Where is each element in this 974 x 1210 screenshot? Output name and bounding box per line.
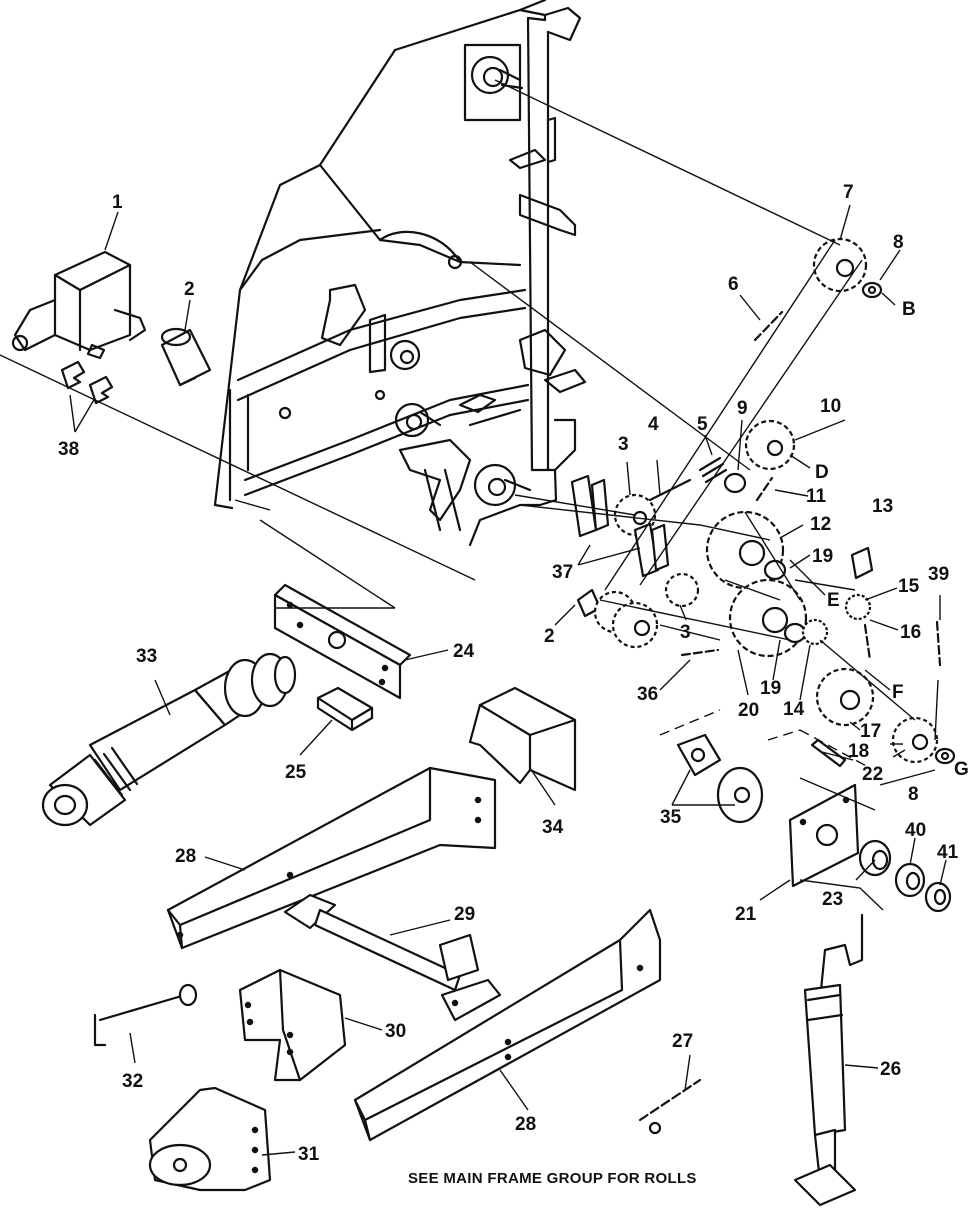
bearing-parts-23-40-41 [858, 839, 952, 913]
callout-11: 11 [806, 486, 827, 507]
callout-25: 25 [285, 762, 307, 783]
footnote: SEE MAIN FRAME GROUP FOR ROLLS [408, 1170, 697, 1187]
callout-12: 12 [810, 514, 831, 535]
callout-41: 41 [937, 842, 959, 863]
chain-part-27 [638, 1078, 702, 1135]
callout-26: 26 [880, 1059, 901, 1080]
letter-g: G [954, 759, 969, 780]
main-frame-side-panel [213, 0, 587, 547]
callout-19-upper: 19 [812, 546, 833, 567]
callout-24: 24 [453, 641, 475, 662]
cross-tube-part-29 [283, 893, 502, 1022]
callout-9: 9 [737, 398, 748, 419]
callout-28-upper: 28 [175, 846, 196, 867]
jack-part-26 [793, 913, 864, 1207]
callout-13: 13 [872, 496, 893, 517]
callout-17: 17 [860, 721, 881, 742]
hitch-part-31 [148, 1086, 272, 1192]
callout-4: 4 [648, 414, 659, 435]
callout-34: 34 [542, 817, 564, 838]
callout-5: 5 [697, 414, 708, 435]
callout-10: 10 [820, 396, 841, 417]
callout-31: 31 [298, 1144, 320, 1165]
callout-15: 15 [898, 576, 920, 597]
leader-lines [69, 204, 947, 1156]
assembly-lines [0, 79, 939, 811]
callout-28-lower: 28 [515, 1114, 536, 1135]
callout-39: 39 [928, 564, 949, 585]
callout-30: 30 [385, 1021, 406, 1042]
callout-21: 21 [735, 904, 757, 925]
callout-37: 37 [552, 562, 573, 583]
bracket-part-30 [238, 968, 347, 1082]
letter-b: B [902, 299, 916, 320]
callout-23: 23 [822, 889, 843, 910]
callout-2-lower: 2 [544, 626, 555, 647]
callout-29: 29 [454, 904, 475, 925]
letter-e: E [827, 590, 840, 611]
frame-rail-upper-part-28 [166, 766, 497, 950]
mount-plate-part-24 [273, 583, 412, 700]
callout-7: 7 [843, 182, 854, 203]
connection-letters: B D E F G [815, 299, 969, 780]
callout-numbers: 1 2 38 33 24 25 34 28 29 30 31 32 28 27 … [58, 182, 959, 1165]
gearbox-part-1 [11, 250, 147, 360]
keys-part-38 [60, 360, 114, 405]
callout-2: 2 [184, 279, 195, 300]
spacer-part-25 [316, 686, 374, 732]
letter-f: F [892, 682, 904, 703]
callout-27: 27 [672, 1031, 693, 1052]
callout-22: 22 [862, 764, 883, 785]
callout-3-lower: 3 [680, 622, 691, 643]
shaft-coupler-part-2 [160, 327, 212, 387]
callout-35: 35 [660, 807, 682, 828]
shield-part-34 [468, 686, 577, 792]
plate-part-21 [788, 783, 860, 888]
callout-32: 32 [122, 1071, 143, 1092]
flanges-part-35 [676, 733, 764, 824]
callout-3-upper: 3 [618, 434, 629, 455]
callout-14: 14 [783, 699, 805, 720]
callout-6: 6 [728, 274, 739, 295]
callout-38: 38 [58, 439, 79, 460]
frame-rail-lower-part-28 [353, 908, 662, 1142]
callout-20: 20 [738, 700, 759, 721]
pin-part-32 [93, 983, 198, 1047]
callout-36: 36 [637, 684, 658, 705]
callout-40: 40 [905, 820, 926, 841]
callout-8-lower: 8 [908, 784, 919, 805]
callout-18: 18 [848, 741, 869, 762]
callout-1: 1 [112, 192, 123, 213]
chains [680, 310, 942, 667]
callout-33: 33 [136, 646, 157, 667]
callout-16: 16 [900, 622, 921, 643]
letter-d: D [815, 462, 829, 483]
callout-19-lower: 19 [760, 678, 781, 699]
driveline-part-33 [41, 652, 297, 827]
callout-8-upper: 8 [893, 232, 904, 253]
